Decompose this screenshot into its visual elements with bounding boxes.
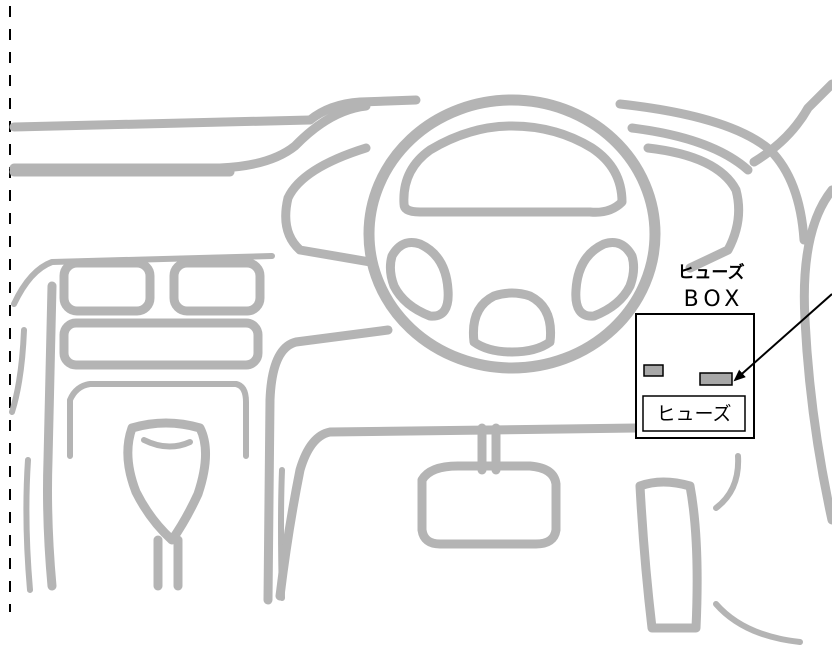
lower-dash: [275, 423, 803, 645]
fuse-label-box: [642, 395, 746, 432]
steering-wheel: [363, 94, 661, 374]
dashboard-upper-trim: [9, 79, 832, 525]
fuse-arrow: [733, 293, 832, 382]
instrument-hood: [281, 143, 744, 273]
fuse-box: ヒューズ BOX ヒューズ: [635, 262, 755, 439]
fuse-box-title-line2: BOX: [684, 287, 745, 312]
fuse-highlight: [699, 372, 733, 386]
fuse-box-title-line1: ヒューズ: [677, 262, 744, 283]
fuse-label: ヒューズ: [656, 403, 731, 425]
center-console: [9, 253, 393, 605]
fuse-slot: [643, 364, 664, 377]
